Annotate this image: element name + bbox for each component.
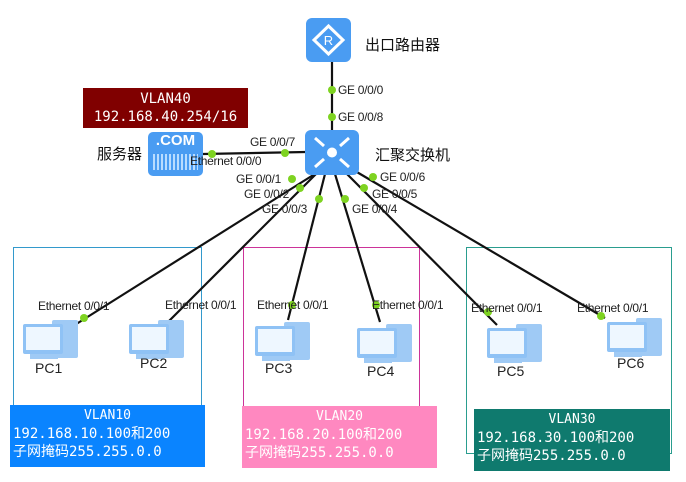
pc-icon (255, 322, 310, 361)
switch-port-label: GE 0/0/4 (352, 202, 397, 216)
router-port-label: GE 0/0/0 (338, 83, 383, 97)
vlan20-mask: 子网掩码255.255.0.0 (245, 445, 394, 461)
pc-2[interactable] (128, 318, 186, 360)
server-label: 服务器 (97, 145, 143, 163)
router-label: 出口路由器 (365, 36, 441, 54)
vlan10-ip: 192.168.10.100和200 (13, 426, 171, 442)
pc-port-label: Ethernet 0/0/1 (372, 298, 444, 312)
link-pc6 (349, 167, 606, 319)
port-dot (296, 184, 304, 192)
vlan10-info: VLAN10 192.168.10.100和200 子网掩码255.255.0.… (10, 405, 205, 467)
server[interactable]: .COM (148, 132, 203, 176)
vlan10-title: VLAN10 (84, 408, 131, 423)
port-dot (328, 113, 336, 121)
pc-label: PC5 (497, 363, 525, 379)
switch-port-label: GE 0/0/3 (262, 202, 307, 216)
vlan30-ip: 192.168.30.100和200 (477, 430, 635, 446)
vlan40-info: VLAN40 192.168.40.254/16 (83, 88, 248, 128)
switch-port-label: GE 0/0/5 (372, 187, 417, 201)
vlan20-ip: 192.168.20.100和200 (245, 427, 403, 443)
pc-4[interactable] (356, 322, 414, 364)
server-icon (153, 154, 198, 170)
pc-port-label: Ethernet 0/0/1 (165, 298, 237, 312)
pc-icon (357, 324, 412, 363)
switch-label: 汇聚交换机 (375, 146, 451, 164)
switch-icon (314, 136, 350, 169)
vlan40-ip: 192.168.40.254/16 (93, 109, 238, 125)
port-dot (597, 312, 605, 320)
pc-icon (487, 324, 542, 363)
port-dot (288, 301, 296, 309)
vlan30-title: VLAN30 (548, 412, 596, 427)
router-icon: R (311, 23, 346, 57)
pc-port-label: Ethernet 0/0/1 (577, 301, 649, 315)
port-dot (315, 195, 323, 203)
switch-port-label: GE 0/0/6 (380, 170, 425, 184)
pc-icon (129, 320, 184, 359)
vlan40-title: VLAN40 (140, 91, 191, 107)
pc-port-label: Ethernet 0/0/1 (38, 299, 110, 313)
port-dot (80, 314, 88, 322)
pc-3[interactable] (254, 320, 312, 362)
pc-5[interactable] (486, 322, 544, 364)
vlan20-title: VLAN20 (316, 409, 363, 424)
port-dot (281, 149, 289, 157)
port-dot (208, 150, 216, 158)
vlan10-mask: 子网掩码255.255.0.0 (13, 444, 162, 460)
link-pc1 (61, 171, 319, 334)
link-pc2 (164, 171, 319, 326)
link-pc5 (344, 171, 498, 326)
port-dot (328, 86, 336, 94)
pc-label: PC6 (617, 355, 645, 371)
server-icon-text: .COM (155, 132, 196, 149)
pc-port-label: Ethernet 0/0/1 (257, 298, 329, 312)
pc-label: PC4 (367, 363, 395, 379)
pc-label: PC2 (140, 355, 168, 371)
vlan30-info: VLAN30 192.168.30.100和200 子网掩码255.255.0.… (474, 409, 670, 471)
router[interactable]: R (306, 18, 351, 62)
port-dot (369, 173, 377, 181)
switch-port-server-label: GE 0/0/7 (250, 135, 295, 149)
vlan30-mask: 子网掩码255.255.0.0 (477, 448, 626, 464)
port-dot (341, 195, 349, 203)
pc-icon (607, 318, 662, 357)
vlan20-info: VLAN20 192.168.20.100和200 子网掩码255.255.0.… (242, 406, 437, 468)
switch-port-label: GE 0/0/2 (244, 187, 289, 201)
port-dot (484, 308, 492, 316)
pc-1[interactable] (22, 318, 80, 360)
port-dot (288, 175, 296, 183)
pc-port-label: Ethernet 0/0/1 (471, 301, 543, 315)
pc-label: PC1 (35, 360, 63, 376)
switch[interactable] (305, 130, 359, 175)
pc-label: PC3 (265, 360, 293, 376)
pc-6[interactable] (606, 316, 664, 358)
port-dot (372, 301, 380, 309)
server-port-label: Ethernet 0/0/0 (190, 154, 262, 168)
port-dot (360, 184, 368, 192)
switch-port-label: GE 0/0/1 (236, 172, 281, 186)
svg-text:R: R (324, 33, 333, 48)
pc-icon (23, 320, 78, 359)
switch-port-router-label: GE 0/0/8 (338, 110, 383, 124)
